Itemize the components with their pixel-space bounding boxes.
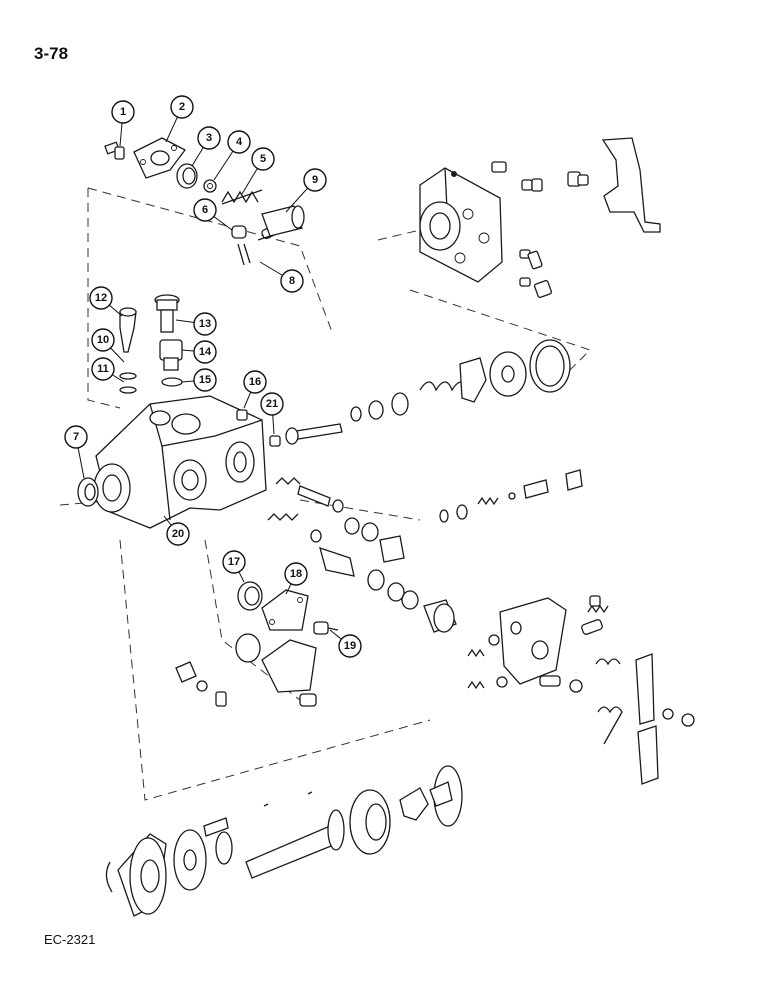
callout-5: 5 xyxy=(251,147,275,171)
small-bracket-left xyxy=(175,661,227,707)
washer-part-4 xyxy=(203,179,217,193)
callout-16: 16 xyxy=(243,370,267,394)
callout-8: 8 xyxy=(280,269,304,293)
callout-label-10: 10 xyxy=(97,334,109,346)
callout-label-4: 4 xyxy=(236,136,243,148)
seal-part-17 xyxy=(237,581,263,611)
callout-circle-7 xyxy=(64,425,88,449)
lever-plate-right xyxy=(467,595,623,745)
callout-label-19: 19 xyxy=(344,640,356,652)
right-middle-small-parts xyxy=(439,469,583,523)
callout-12: 12 xyxy=(89,286,113,310)
callout-label-17: 17 xyxy=(228,556,240,568)
middle-plunger-assembly xyxy=(267,477,457,633)
callout-label-9: 9 xyxy=(312,174,318,186)
callout-circle-18 xyxy=(284,562,308,586)
seal-part-7 xyxy=(77,477,99,507)
callout-label-18: 18 xyxy=(290,568,302,580)
callout-13: 13 xyxy=(193,312,217,336)
governor-housing-top-right xyxy=(419,167,503,283)
callout-circle-3 xyxy=(197,126,221,150)
callout-3: 3 xyxy=(197,126,221,150)
callout-20: 20 xyxy=(166,522,190,546)
callout-circle-15 xyxy=(193,368,217,392)
callout-label-6: 6 xyxy=(202,204,208,216)
callout-9: 9 xyxy=(303,168,327,192)
seal-ring-part-3 xyxy=(176,163,198,189)
callout-circle-12 xyxy=(89,286,113,310)
callout-circle-16 xyxy=(243,370,267,394)
callout-label-20: 20 xyxy=(172,528,184,540)
link-bars-right xyxy=(635,653,695,785)
callout-circle-13 xyxy=(193,312,217,336)
callout-circle-6 xyxy=(193,198,217,222)
nut-part-16 xyxy=(236,409,248,421)
callout-label-7: 7 xyxy=(73,431,79,443)
callout-21: 21 xyxy=(260,392,284,416)
valve-part-12 xyxy=(119,307,137,353)
screw-part-19 xyxy=(313,621,339,635)
callout-19: 19 xyxy=(338,634,362,658)
callout-circle-4 xyxy=(227,130,251,154)
callout-label-11: 11 xyxy=(97,363,109,375)
callout-label-3: 3 xyxy=(206,132,212,144)
callout-15: 15 xyxy=(193,368,217,392)
spring-part-5 xyxy=(221,189,263,205)
document-code: EC-2321 xyxy=(44,932,96,947)
cover-plate-part-2 xyxy=(133,137,186,179)
callout-circle-2 xyxy=(170,95,194,119)
governor-shaft-assembly xyxy=(285,339,571,445)
callout-label-1: 1 xyxy=(120,106,126,118)
fitting-part-14 xyxy=(159,339,183,371)
callout-1: 1 xyxy=(111,100,135,124)
bolt-part-1 xyxy=(104,141,125,160)
callout-label-5: 5 xyxy=(260,153,266,165)
callout-circle-9 xyxy=(303,168,327,192)
pump-housing-part-20 xyxy=(93,395,267,529)
callout-label-14: 14 xyxy=(199,346,212,358)
o-rings-part-10-11-15 xyxy=(119,372,183,394)
callout-14: 14 xyxy=(193,340,217,364)
callout-label-15: 15 xyxy=(199,374,211,386)
sleeve-part-9 xyxy=(261,205,305,237)
callout-11: 11 xyxy=(91,357,115,381)
callout-circle-14 xyxy=(193,340,217,364)
page-number: 3-78 xyxy=(34,44,69,63)
callout-circle-5 xyxy=(251,147,275,171)
lower-plate-duplicate xyxy=(235,633,317,707)
nut-part-21 xyxy=(269,435,281,447)
callout-circle-11 xyxy=(91,357,115,381)
callout-label-2: 2 xyxy=(179,101,185,113)
callout-label-12: 12 xyxy=(95,292,107,304)
callout-circle-19 xyxy=(338,634,362,658)
drive-shaft-assembly-bottom xyxy=(105,765,463,917)
gasket-plate-part-18 xyxy=(261,589,309,631)
callout-18: 18 xyxy=(284,562,308,586)
small-bolts-top-right xyxy=(491,161,589,299)
callout-label-13: 13 xyxy=(199,318,211,330)
callout-7: 7 xyxy=(64,425,88,449)
callout-10: 10 xyxy=(91,328,115,352)
pin-part-6 xyxy=(231,225,247,239)
callout-17: 17 xyxy=(222,550,246,574)
callout-4: 4 xyxy=(227,130,251,154)
callout-circle-21 xyxy=(260,392,284,416)
callout-circle-20 xyxy=(166,522,190,546)
callout-label-8: 8 xyxy=(289,275,295,287)
callout-label-21: 21 xyxy=(266,398,278,410)
callout-circle-8 xyxy=(280,269,304,293)
callout-2: 2 xyxy=(170,95,194,119)
callout-6: 6 xyxy=(193,198,217,222)
callout-label-16: 16 xyxy=(249,376,261,388)
callout-circle-1 xyxy=(111,100,135,124)
bolt-part-13 xyxy=(154,294,180,333)
callout-circle-17 xyxy=(222,550,246,574)
bracket-top-right xyxy=(601,137,661,233)
callout-circle-10 xyxy=(91,328,115,352)
